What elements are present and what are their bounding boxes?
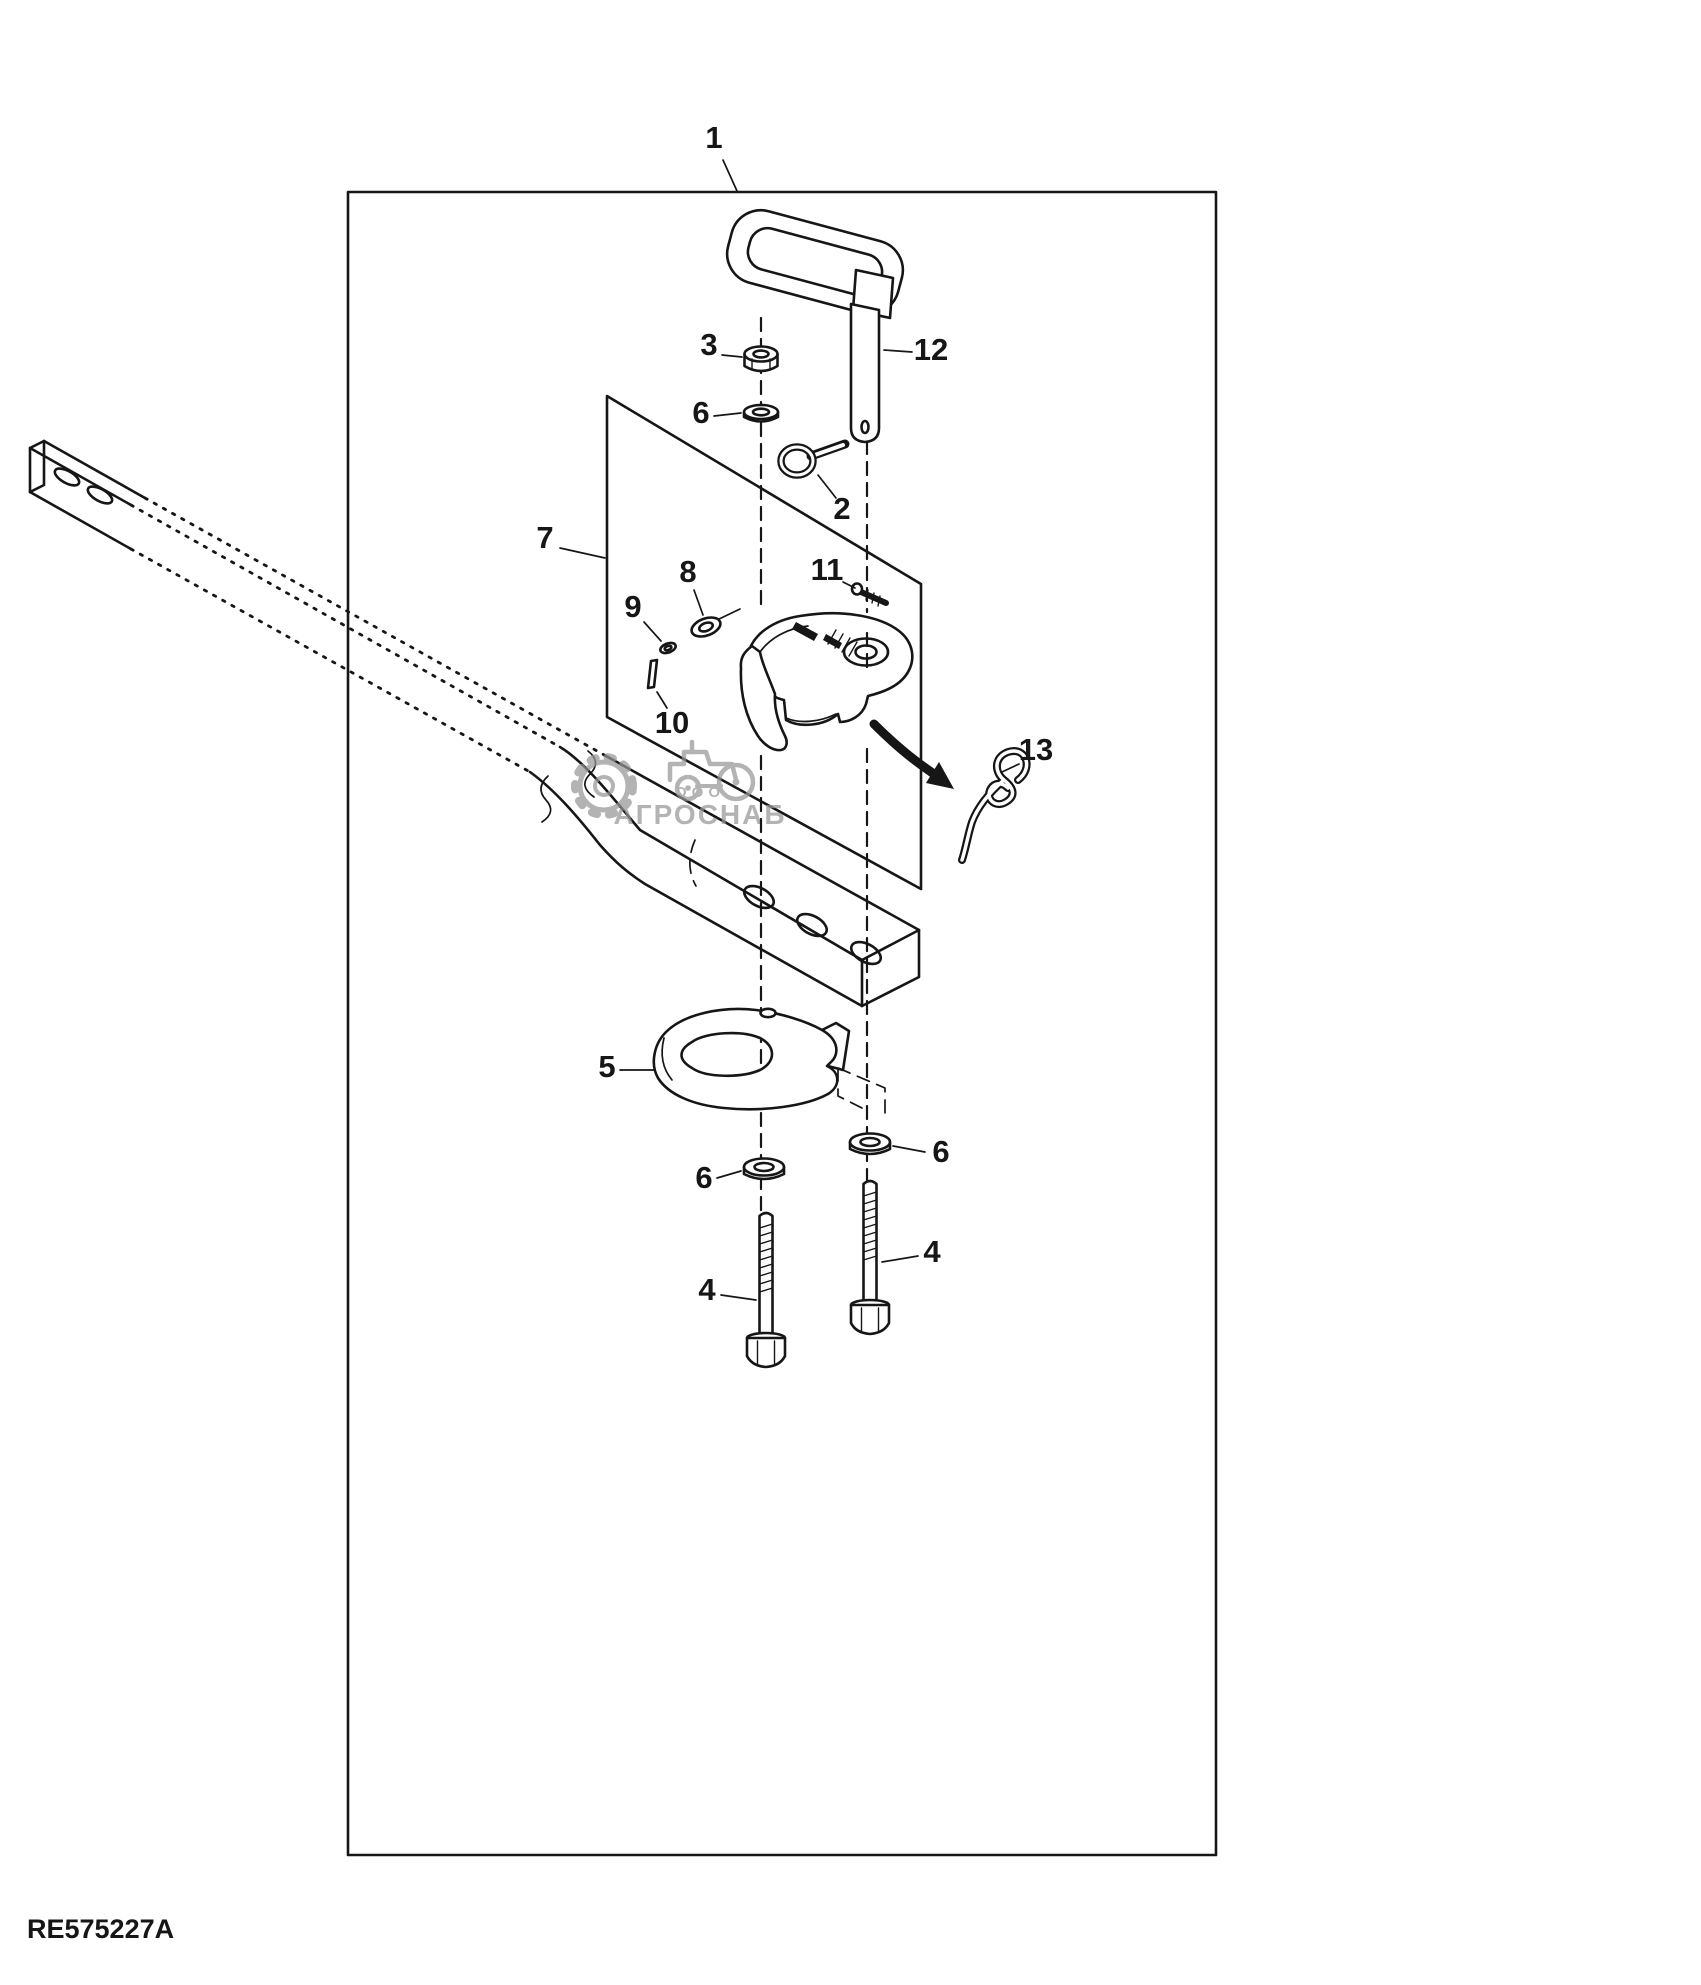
callout-2: 2 xyxy=(833,491,850,526)
callout-13: 13 xyxy=(1019,732,1053,767)
part-11-screw xyxy=(850,582,889,607)
callout-4-left: 4 xyxy=(698,1272,716,1307)
callout-7: 7 xyxy=(536,520,553,555)
part-9-small-washer xyxy=(659,641,677,655)
part-7-plate xyxy=(605,394,923,891)
motion-arrow xyxy=(869,719,954,789)
callout-11: 11 xyxy=(811,552,844,587)
part-12-hitch-pin xyxy=(725,208,905,444)
diagram-frame xyxy=(346,190,1218,1857)
part-8-cam-washer xyxy=(690,608,741,638)
callout-4-right: 4 xyxy=(923,1234,941,1269)
callout-6-left: 6 xyxy=(695,1160,712,1195)
part-13-spring-clip xyxy=(958,747,1031,864)
watermark-org-text: ООО xyxy=(675,784,725,801)
watermark-gear-icon xyxy=(571,753,637,819)
watermark-name-text: АГРОСНАБ xyxy=(614,799,787,830)
part-4-bolt-right xyxy=(849,1179,891,1336)
callout-1: 1 xyxy=(705,120,722,155)
part-10-pin xyxy=(646,658,659,690)
part-6-washer-right xyxy=(848,1132,892,1156)
part-6-washer-top xyxy=(742,403,780,423)
callout-9: 9 xyxy=(624,589,641,624)
part-6-washer-left xyxy=(742,1157,786,1181)
part-drawbar xyxy=(28,439,921,1008)
callout-8: 8 xyxy=(679,554,696,589)
part-2-lynch-pin xyxy=(777,439,850,479)
callout-6-top: 6 xyxy=(692,395,709,430)
callout-10: 10 xyxy=(655,705,689,740)
callout-6-right: 6 xyxy=(932,1134,949,1169)
callout-12: 12 xyxy=(914,332,948,367)
part-4-bolt-left xyxy=(745,1211,787,1369)
callouts: 1 12 3 6 2 7 8 9 11 10 13 5 6 6 4 4 xyxy=(536,120,1053,1307)
part-lock-housing xyxy=(739,611,914,752)
watermark-tractor-icon xyxy=(667,739,756,802)
part-3-nut xyxy=(743,345,779,373)
callout-5: 5 xyxy=(598,1049,615,1084)
watermark: ООО АГРОСНАБ xyxy=(571,739,787,830)
document-code: RE575227A xyxy=(27,1914,174,1944)
part-5-clevis xyxy=(652,1007,886,1116)
callout-3: 3 xyxy=(700,327,717,362)
